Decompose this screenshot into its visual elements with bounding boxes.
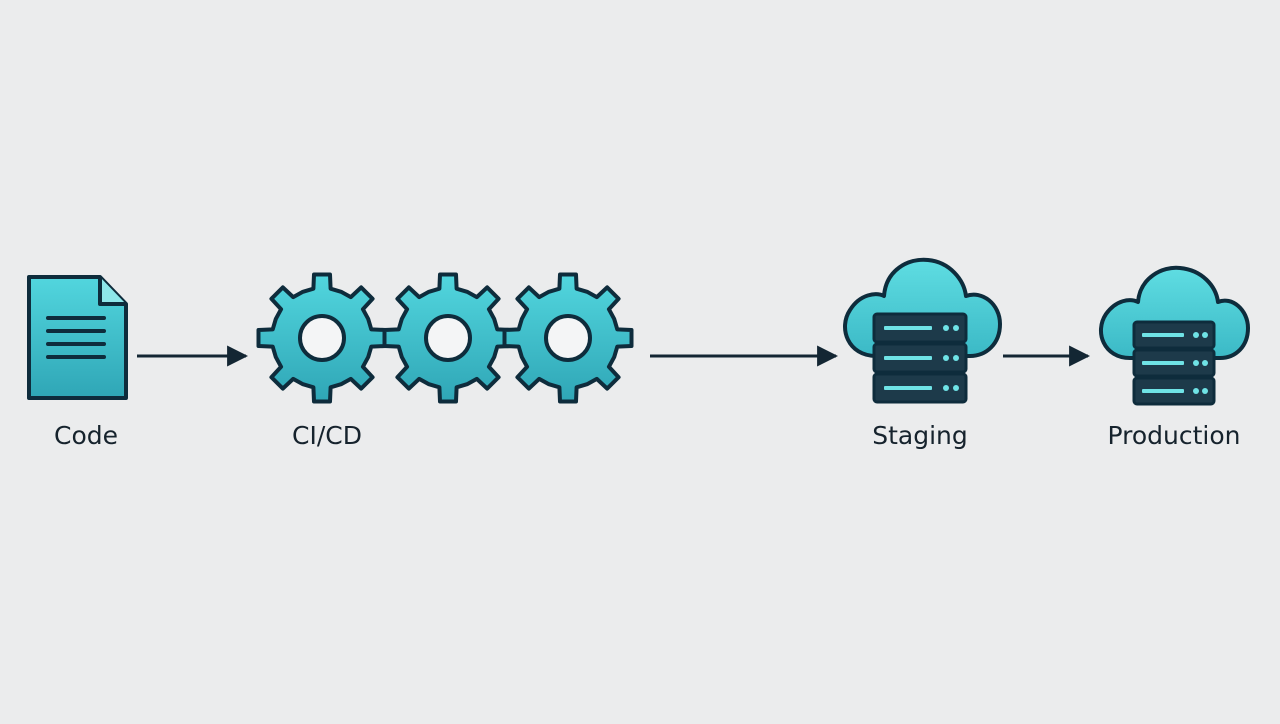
stage-label-production: Production [1107,421,1241,450]
stage-label-code: Code [53,421,119,450]
server-rack-icon [872,312,968,404]
cloud-server-icon [843,257,1002,404]
server-rack-icon [1132,320,1216,406]
cloud-server-icon [1099,265,1250,406]
document-icon [27,275,128,400]
gear-icon [256,272,388,404]
gear-hole [298,314,346,362]
gear-icon [502,272,634,404]
stage-label-cicd: CI/CD [292,421,362,450]
gear-icon [382,272,514,404]
gear-hole [424,314,472,362]
gear-hole [544,314,592,362]
gears-icon [256,272,634,404]
stage-label-staging: Staging [872,421,968,450]
